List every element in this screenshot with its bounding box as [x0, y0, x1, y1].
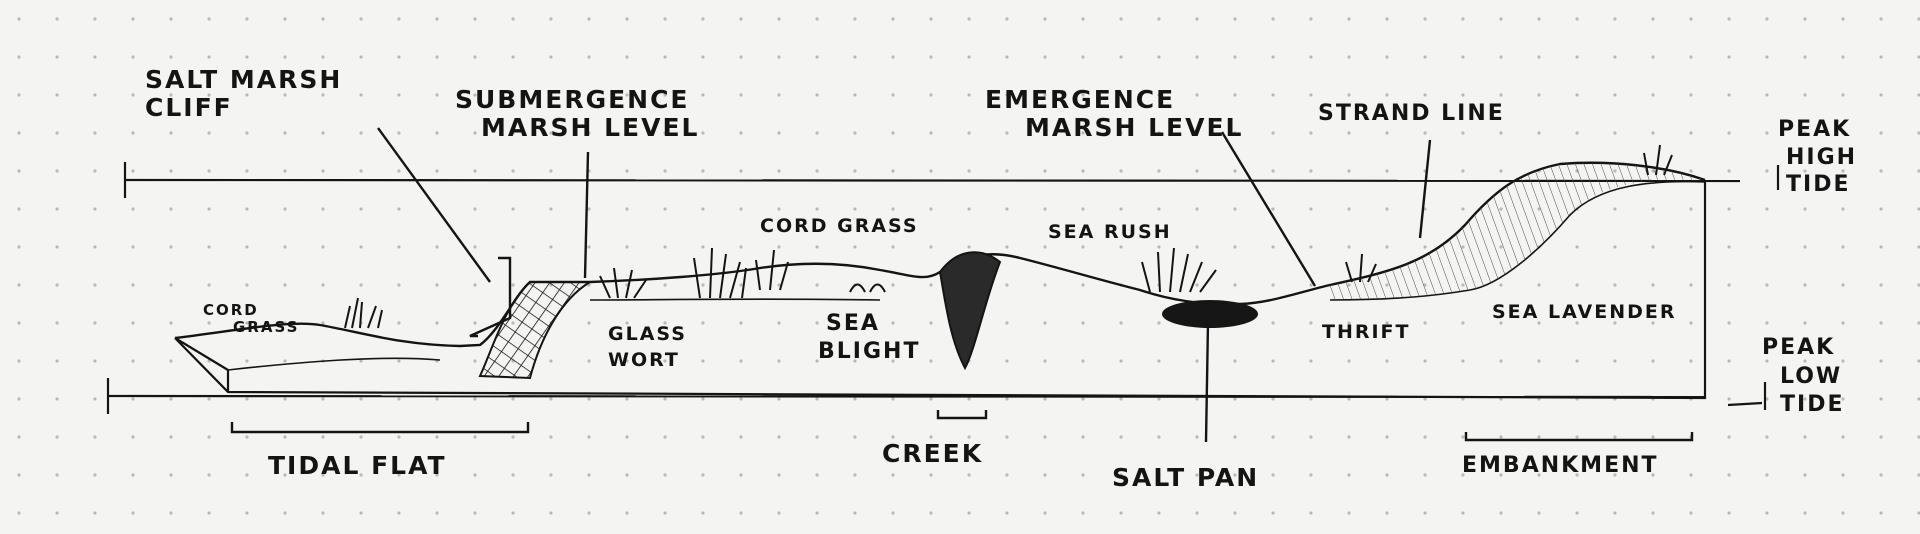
label-sea-rush: SEA RUSH [1048, 221, 1172, 243]
label-tidal-flat: TIDAL FLAT [268, 451, 447, 480]
label-glass-wort: GLASS WORT [608, 323, 687, 371]
label-emergence-marsh-level: EMERGENCE MARSH LEVEL [985, 85, 1244, 142]
marsh-base [174, 180, 1707, 400]
label-peak-high-tide: PEAK HIGH TIDE [1778, 117, 1858, 197]
creek-channel [938, 251, 1002, 371]
leader-lines [230, 127, 1694, 443]
label-cord-grass-upper: CORD GRASS [760, 215, 919, 237]
label-creek: CREEK [882, 439, 984, 468]
salt-marsh-cliff-face [478, 281, 594, 380]
label-submergence-marsh-level: SUBMERGENCE MARSH LEVEL [455, 85, 700, 142]
label-strand-line: STRAND LINE [1318, 101, 1505, 126]
vegetation [344, 144, 1673, 329]
salt-pan-pool [1162, 300, 1258, 328]
high-tide-line [123, 162, 1780, 198]
label-salt-marsh-cliff: SALT MARSH CLIFF [145, 65, 343, 122]
label-cord-grass-left: CORD GRASS [203, 301, 300, 336]
label-sea-blight: SEA BLIGHT [818, 311, 921, 364]
label-embankment: EMBANKMENT [1462, 453, 1659, 478]
label-peak-low-tide: PEAK LOW TIDE [1762, 335, 1845, 418]
label-thrift: THRIFT [1322, 321, 1411, 343]
label-salt-pan: SALT PAN [1112, 463, 1260, 492]
embankment-slope [1330, 162, 1705, 300]
label-sea-lavender: SEA LAVENDER [1492, 301, 1677, 323]
